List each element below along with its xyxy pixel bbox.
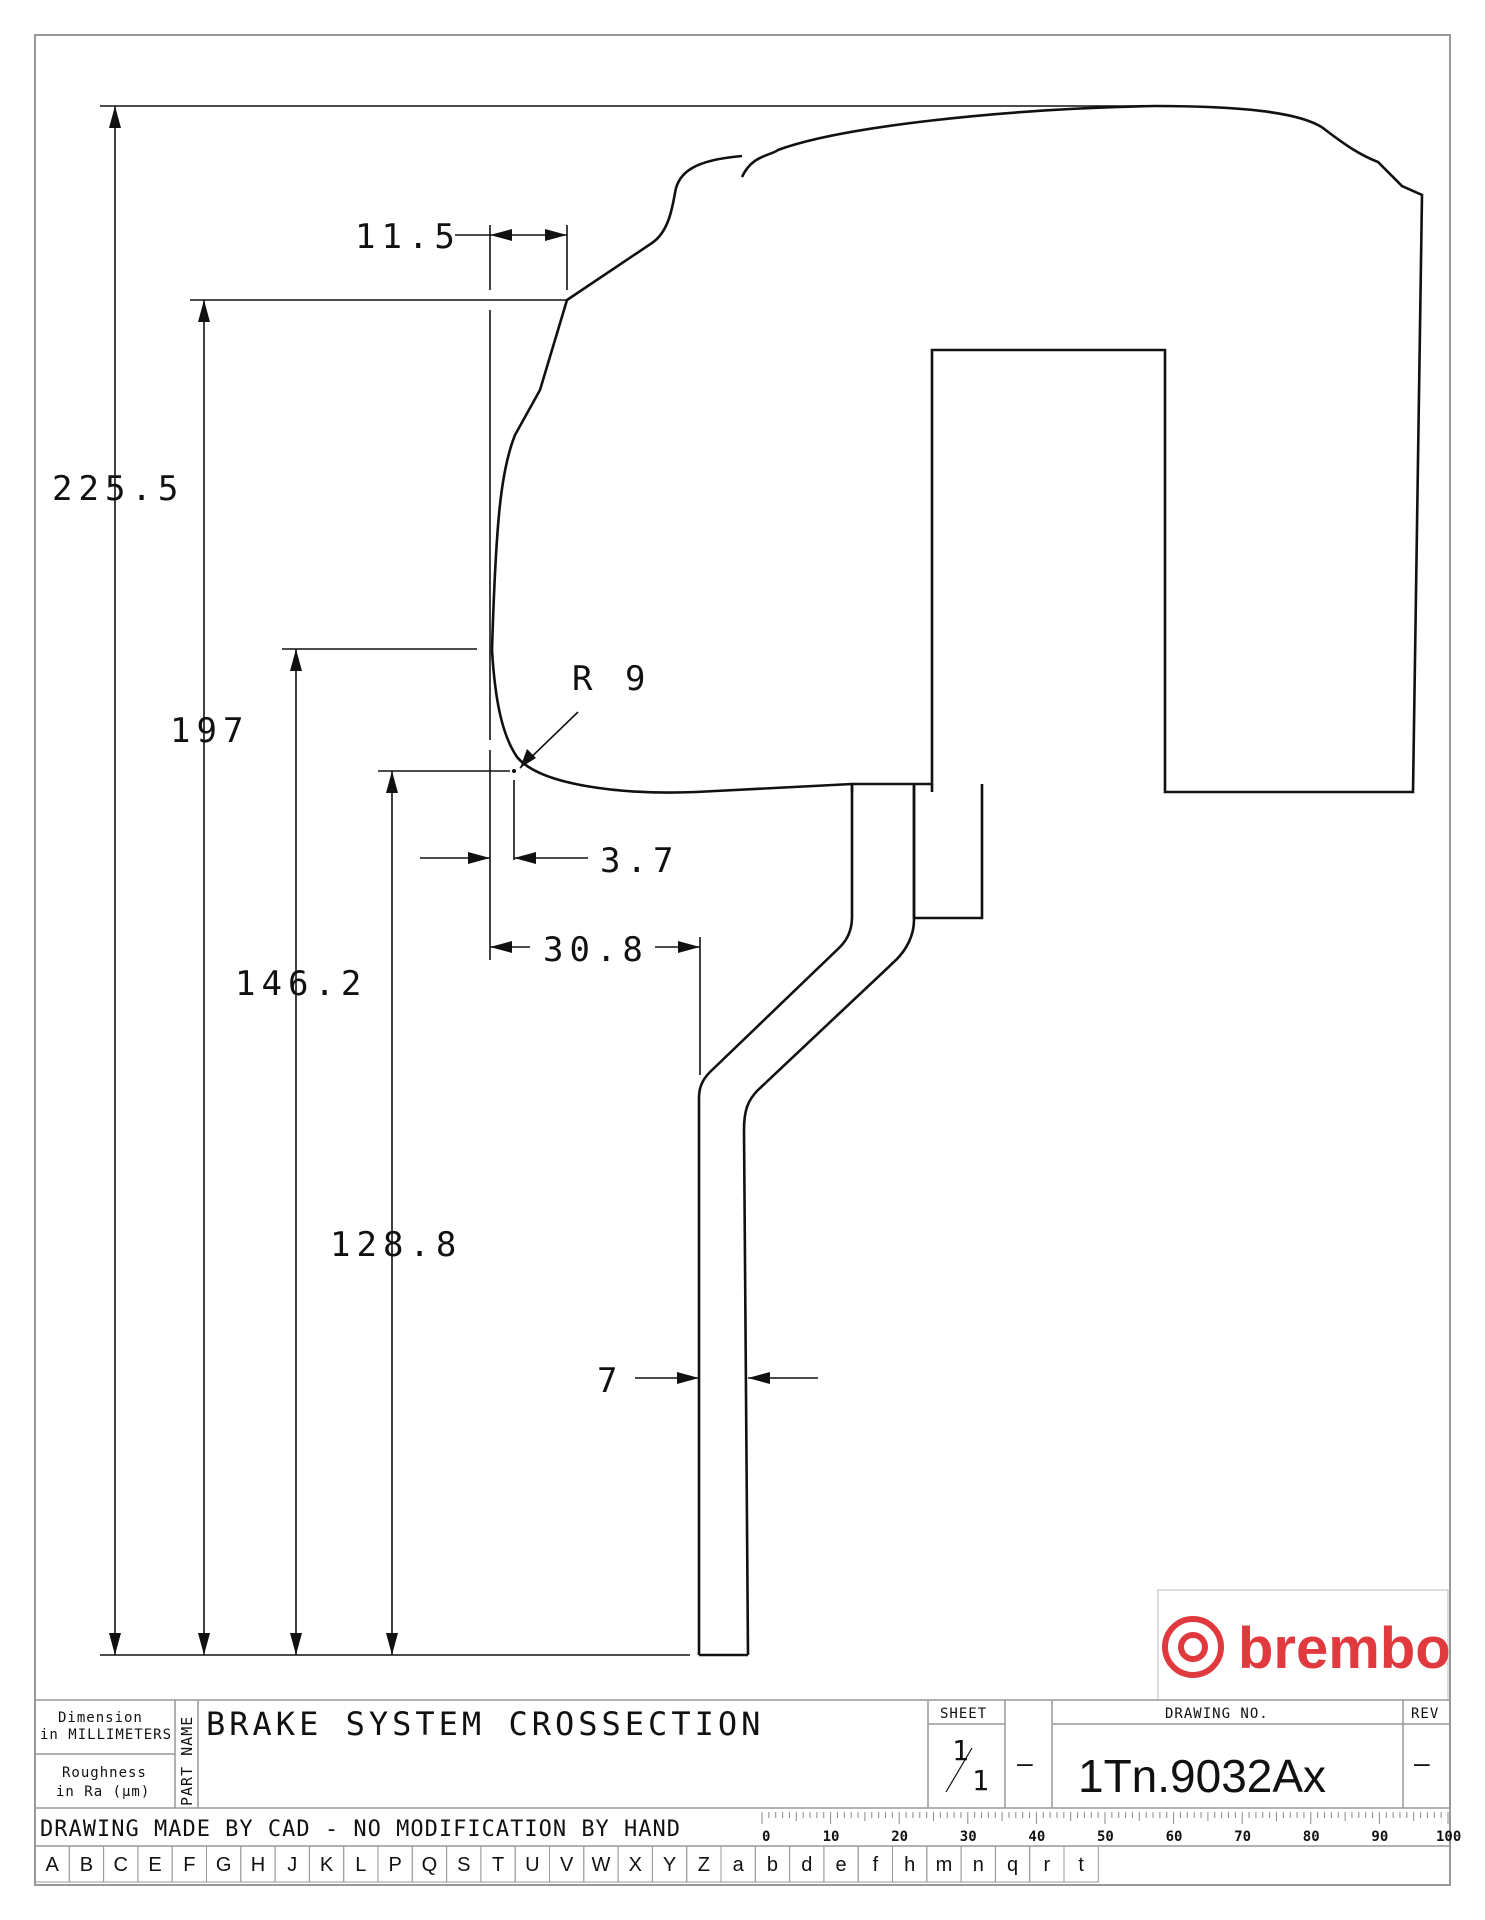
scale-label: 30 [960,1829,977,1845]
grid-letter: d [801,1854,812,1876]
grid-letter: A [45,1854,59,1876]
drawing-no-label: DRAWING NO. [1165,1706,1269,1722]
part-name-label: PART NAME [178,1716,196,1806]
scale-label: 60 [1166,1829,1183,1845]
scale-label: 20 [891,1829,908,1845]
dim-128-8: 128.8 [330,1225,462,1265]
drawing-frame [34,34,1451,1886]
part-name: BRAKE SYSTEM CROSSECTION [206,1705,764,1743]
scale-label: 100 [1436,1829,1461,1845]
dimension-lines [100,105,1155,1656]
radius-center-mark [512,769,516,773]
crosssection-drawing [490,104,1424,1657]
grid-letter: X [629,1854,642,1876]
grid-letter: q [1007,1854,1018,1876]
brembo-logo: brembo [1157,1589,1451,1701]
grid-letter: t [1078,1854,1084,1876]
sheet-fraction-slash [945,1747,973,1793]
grid-letter: r [1044,1854,1051,1876]
scale-label: 50 [1097,1829,1114,1845]
grid-cell [1063,1845,1099,1883]
grid-letter: W [592,1854,611,1876]
sheet-total: 1 [972,1764,989,1797]
sheet-number: 1 [952,1734,969,1767]
grid-letter: T [492,1854,504,1876]
piston-block [912,784,984,920]
dim-146-2: 146.2 [235,964,367,1004]
drawing-number: 1Tn.9032Ax [1078,1750,1326,1802]
scale-labels: 0 10 20 30 40 50 60 70 80 90 100 [762,1829,1461,1845]
dimension-label: Dimension [58,1710,143,1726]
scale-label: 70 [1234,1829,1251,1845]
grid-letter: m [936,1854,953,1876]
dim-11-5: 11.5 [355,217,461,257]
scale-ruler [761,1812,1449,1824]
dimension-arrows [109,106,770,1655]
roughness-label: Roughness [62,1765,147,1781]
dimension-unit: in MILLIMETERS [40,1727,172,1743]
disc-hat-inner [742,784,916,1656]
grid-letter: Q [422,1854,438,1876]
grid-letter: f [873,1854,879,1876]
grid-letter: e [835,1854,846,1876]
grid-letter: P [388,1854,401,1876]
rev-label: REV [1411,1706,1439,1722]
scale-label: 10 [823,1829,840,1845]
brand-name: brembo [1238,1616,1451,1681]
roughness-unit: in Ra (µm) [56,1784,150,1800]
cad-note: DRAWING MADE BY CAD - NO MODIFICATION BY… [40,1817,681,1842]
grid-letter: J [287,1854,297,1876]
grid-letter: n [973,1854,984,1876]
scale-label: 80 [1303,1829,1320,1845]
dim-7: 7 [597,1361,623,1401]
grid-letter: G [216,1854,232,1876]
grid-letter: V [560,1854,574,1876]
dim-3-7: 3.7 [600,841,679,881]
grid-letter: B [80,1854,93,1876]
scale-label: 40 [1028,1829,1045,1845]
disc-hat-outer [697,784,854,1655]
scale-label: 90 [1371,1829,1388,1845]
grid-letter: L [355,1854,366,1876]
dim-225-5: 225.5 [52,469,184,509]
rev-value: — [1414,1749,1430,1779]
caliper-outline [490,104,1424,794]
brembo-disc-icon [1162,1616,1224,1678]
sheet-dash: — [1017,1749,1033,1779]
grid-letter: F [183,1854,195,1876]
grid-letter: K [320,1854,334,1876]
dim-197: 197 [170,711,249,751]
grid-letter: b [767,1854,778,1876]
grid-letter: H [251,1854,265,1876]
scale-label: 0 [762,1829,770,1845]
grid-letter: U [525,1854,539,1876]
dim-r9: R 9 [572,659,651,699]
grid-letter: S [457,1854,470,1876]
sheet-label: SHEET [940,1706,987,1722]
grid-letter: C [114,1854,128,1876]
grid-letter: Z [698,1854,710,1876]
grid-letter: E [148,1854,161,1876]
dim-30-8: 30.8 [543,930,649,970]
grid-letter: Y [663,1854,676,1876]
grid-letter: h [904,1854,915,1876]
grid-letter: a [733,1854,745,1876]
